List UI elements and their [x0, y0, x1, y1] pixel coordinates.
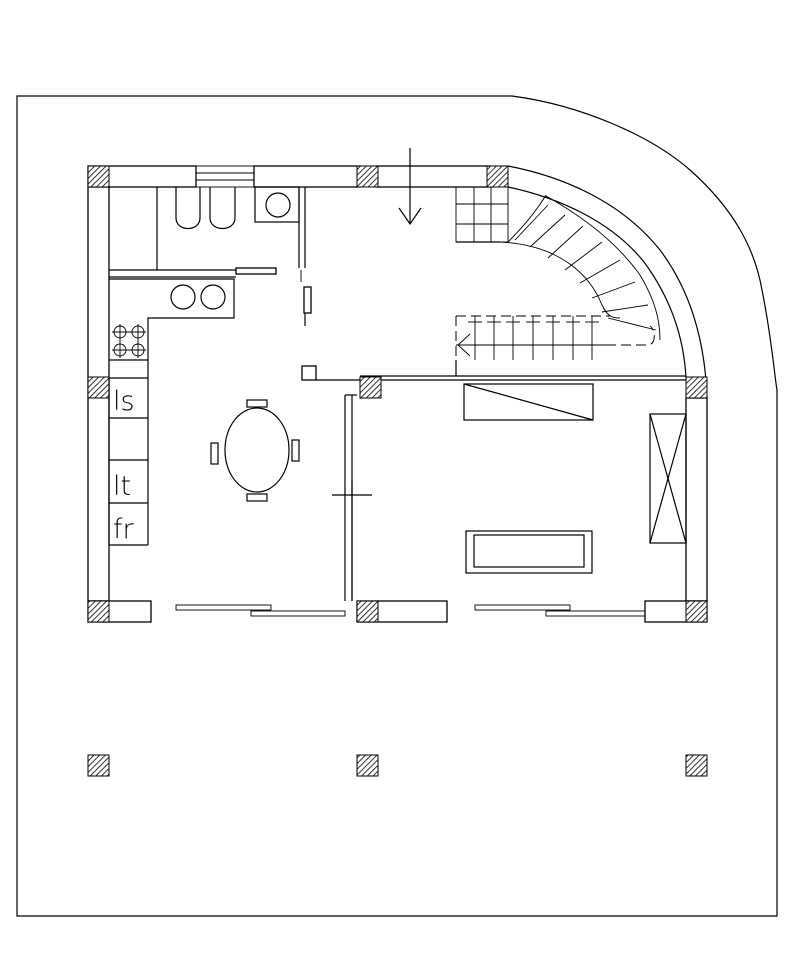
site-boundary	[16, 95, 778, 917]
column-hatch-icon	[685, 754, 708, 777]
sofa-icon	[465, 530, 593, 574]
living-room	[463, 383, 687, 574]
column-hatch-icon	[87, 754, 110, 777]
columns	[87, 165, 708, 777]
column-hatch-icon	[356, 600, 379, 623]
column-hatch-icon	[87, 600, 110, 623]
cooktop-burner-icon	[112, 324, 146, 358]
sliding-doors	[175, 604, 646, 617]
column-hatch-icon	[486, 165, 509, 188]
column-hatch-icon	[685, 376, 708, 399]
staircase	[455, 186, 661, 376]
curved-stair-wall-inner	[507, 186, 687, 379]
column-hatch-icon	[87, 165, 110, 188]
column-hatch-icon	[356, 165, 379, 188]
bathroom	[156, 186, 300, 270]
exterior-walls	[87, 165, 708, 623]
door-leaf-kitchen	[300, 270, 312, 314]
column-hatch-icon	[359, 376, 382, 399]
dishwasher-label: ls	[113, 386, 135, 417]
column-hatch-icon	[87, 376, 110, 399]
column-hatch-icon	[685, 600, 708, 623]
bidet-icon	[209, 187, 236, 230]
bench-icon	[463, 383, 594, 421]
curved-stair-wall	[507, 165, 708, 399]
sink-icon	[170, 284, 226, 310]
washbasin-icon	[254, 186, 300, 223]
kitchen-counter: ls lt fr	[108, 278, 235, 546]
washing-machine-label: lt	[113, 471, 131, 502]
dining-table	[210, 399, 300, 502]
column-hatch-icon	[356, 754, 379, 777]
interior-walls	[109, 187, 686, 601]
entrance-arrow-icon	[398, 148, 422, 226]
window-top	[195, 165, 255, 188]
stair-direction-arrow-icon	[457, 333, 610, 357]
cabinet-icon	[649, 413, 687, 544]
fridge-label: fr	[113, 514, 135, 545]
toilet-icon	[175, 187, 201, 230]
